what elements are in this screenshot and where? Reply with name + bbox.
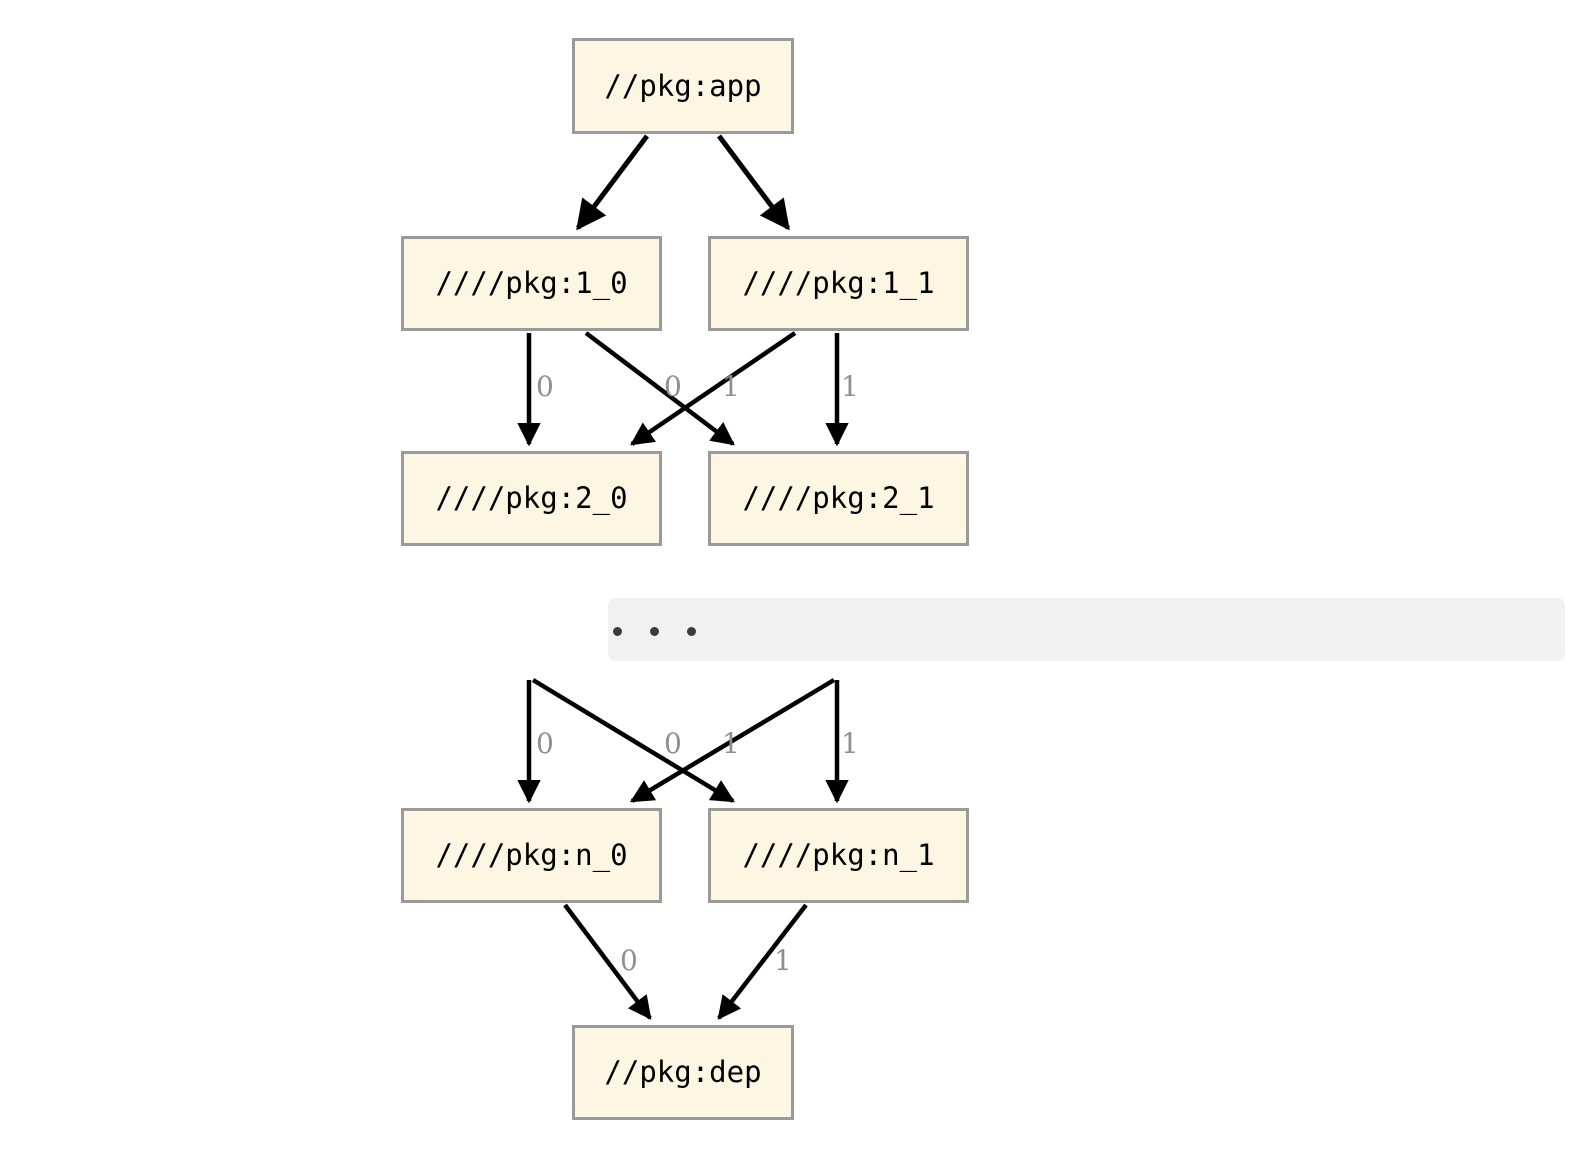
node-label: ////pkg:n_0 xyxy=(435,838,628,872)
node-label: ////pkg:2_0 xyxy=(435,481,628,515)
edge-pkg1-0-to-pkg2-1 xyxy=(584,331,735,446)
ellipsis-dots-icon xyxy=(613,627,724,636)
edge-label-above-to-pkgn-1: 1 xyxy=(722,727,740,760)
edge-label-above-to-pkgn-0: 0 xyxy=(536,727,554,760)
node-pkg-n-0[interactable]: ////pkg:n_0 xyxy=(401,808,662,903)
edge-label-pkg1-0-to-pkg2-0: 0 xyxy=(536,370,554,403)
edge-app-to-pkg1-1 xyxy=(717,134,790,231)
edge-pkgn-1-to-dep xyxy=(717,903,808,1020)
edge-pkgn-0-to-dep xyxy=(563,903,652,1020)
edge-label-pkgn-0-to-dep: 0 xyxy=(620,944,638,977)
node-pkg-1-1[interactable]: ////pkg:1_1 xyxy=(708,236,969,331)
edge-label-above-to-pkgn-1-straight: 1 xyxy=(841,727,859,760)
truncation-band xyxy=(608,598,1565,661)
node-pkg-n-1[interactable]: ////pkg:n_1 xyxy=(708,808,969,903)
node-pkg-1-0[interactable]: ////pkg:1_0 xyxy=(401,236,662,331)
edge-label-pkgn-1-to-dep: 1 xyxy=(774,944,792,977)
node-label: ////pkg:n_1 xyxy=(742,838,935,872)
node-pkg-2-1[interactable]: ////pkg:2_1 xyxy=(708,451,969,546)
edge-label-pkg1-1-to-pkg2-1: 1 xyxy=(841,370,859,403)
edge-above-to-pkgn-1 xyxy=(531,678,736,803)
edge-label-pkg1-0-to-pkg2-1: 1 xyxy=(722,370,740,403)
node-pkg-app[interactable]: //pkg:app xyxy=(572,38,794,134)
edge-app-to-pkg1-0 xyxy=(576,134,649,231)
node-label: ////pkg:2_1 xyxy=(742,481,935,515)
edge-above-cross-to-pkgn-0 xyxy=(629,678,836,803)
node-label: //pkg:dep xyxy=(604,1055,762,1089)
node-pkg-dep[interactable]: //pkg:dep xyxy=(572,1025,794,1120)
edge-pkg1-1-to-pkg2-0 xyxy=(630,331,797,446)
edge-label-pkg1-1-to-pkg2-0: 0 xyxy=(664,370,682,403)
node-label: ////pkg:1_1 xyxy=(742,266,935,300)
node-label: //pkg:app xyxy=(604,68,762,103)
edge-label-above-cross-to-pkgn-0: 0 xyxy=(664,727,682,760)
node-label: ////pkg:1_0 xyxy=(435,266,628,300)
node-pkg-2-0[interactable]: ////pkg:2_0 xyxy=(401,451,662,546)
